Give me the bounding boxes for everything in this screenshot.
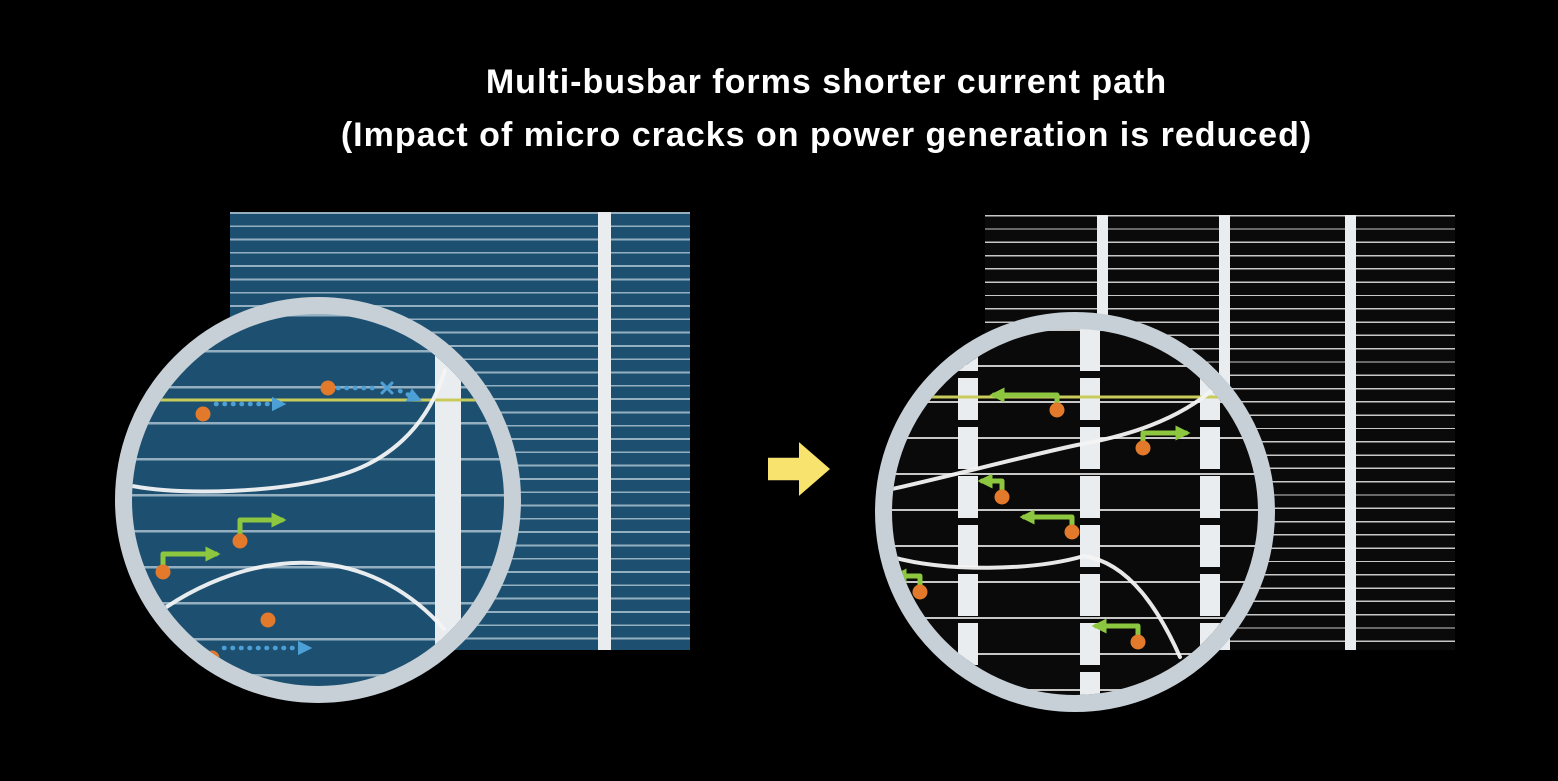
magnified-busbar [435, 314, 461, 686]
conventional-cell-magnifier [115, 297, 521, 703]
multi-busbar-magnified-view [892, 329, 1258, 695]
long-current-path-arrows [213, 381, 422, 656]
short-current-path-arrows [892, 387, 1191, 641]
electron-dots [155, 380, 336, 666]
multi-busbar-cell-magnifier [875, 312, 1275, 712]
transition-arrow-icon [768, 442, 830, 496]
diagram-title: Multi-busbar forms shorter current path … [95, 56, 1558, 162]
micro-crack [132, 368, 447, 631]
conventional-magnified-view [132, 314, 504, 686]
title-line-1: Multi-busbar forms shorter current path [485, 63, 1168, 101]
electron-dots [912, 402, 1151, 650]
short-current-path-arrows [160, 512, 287, 570]
busbar [1345, 215, 1356, 650]
title-line-2: (Impact of micro cracks on power generat… [340, 116, 1313, 154]
busbar [598, 212, 611, 650]
micro-crack [892, 385, 1218, 659]
